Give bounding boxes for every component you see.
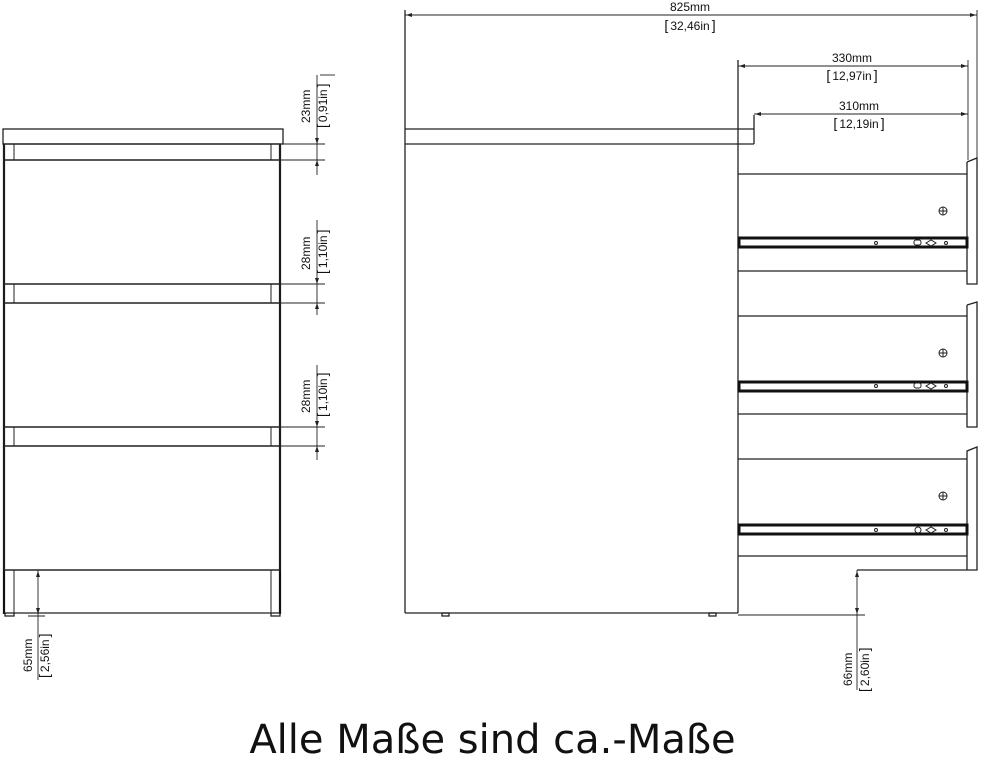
dim-drawer-extension-mm: 330mm bbox=[831, 51, 873, 65]
drawer-front-2 bbox=[3, 302, 281, 428]
caption-approximate-dimensions: Alle Maße sind ca.-Maße bbox=[249, 717, 736, 763]
dim-gap-1-in: 1,10in bbox=[316, 230, 330, 274]
dim-clearance-mm: 66mm bbox=[841, 652, 855, 686]
dim-foot-height-in: 2,56in bbox=[38, 634, 52, 678]
drawer-front-1 bbox=[3, 159, 281, 285]
front-view bbox=[2, 74, 335, 680]
dim-top-gap-in: 0,91in bbox=[316, 84, 330, 128]
dim-gap-2-in: 1,10in bbox=[316, 373, 330, 417]
dim-clearance-in: 2,60in bbox=[858, 648, 872, 692]
open-drawer-2 bbox=[737, 301, 978, 428]
dim-gap-2-mm: 28mm bbox=[299, 379, 313, 413]
open-drawer-1 bbox=[737, 157, 978, 285]
top-plate bbox=[2, 128, 284, 145]
dim-drawer-extension-in: 12,97in bbox=[826, 69, 877, 83]
dim-drawer-inner-in: 12,19in bbox=[833, 117, 884, 131]
dim-total-depth-in: 32,46in bbox=[664, 19, 715, 33]
open-drawer-3 bbox=[737, 446, 978, 571]
dim-total-depth-mm: 825mm bbox=[669, 0, 711, 14]
drawer-front-3 bbox=[3, 445, 281, 571]
side-view bbox=[404, 10, 978, 690]
dim-top-gap-mm: 23mm bbox=[299, 89, 313, 123]
dim-gap-1-mm: 28mm bbox=[299, 236, 313, 270]
dim-foot-height-mm: 65mm bbox=[21, 638, 35, 672]
dim-drawer-inner-mm: 310mm bbox=[838, 99, 880, 113]
